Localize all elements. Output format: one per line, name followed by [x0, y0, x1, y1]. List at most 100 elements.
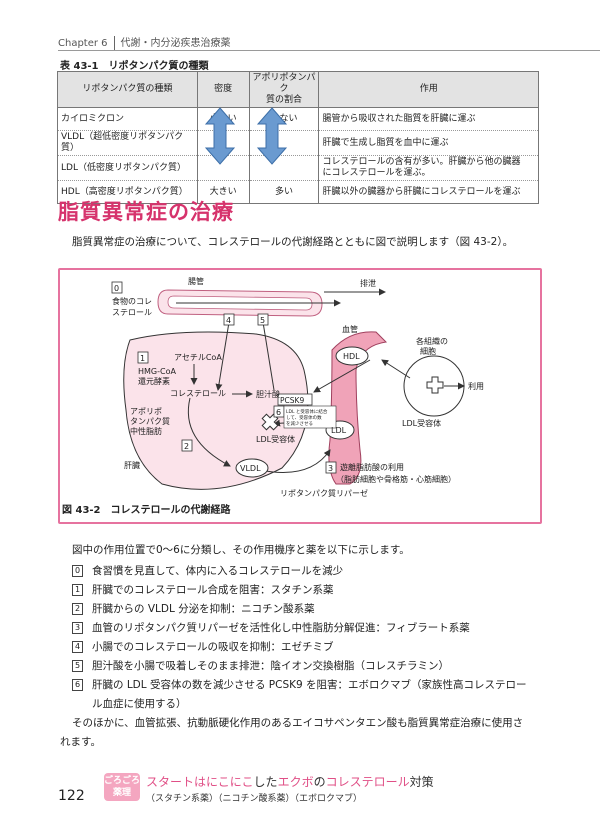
list-item: 6 肝臓の LDL 受容体の数を減少させる PCSK9 を阻害：エボロクマブ（家族… [72, 676, 527, 695]
header-action: 作用 [318, 71, 539, 108]
list-number: 1 [72, 584, 83, 596]
label-pcsk9-note-3: を減少させる [286, 420, 313, 427]
label-n1: 1 [140, 354, 145, 363]
list-number: 2 [72, 603, 83, 615]
label-n3: 3 [328, 464, 333, 473]
num-box-2 [181, 439, 193, 452]
num-box-5 [257, 313, 269, 326]
list-item: 0 食習慣を見直して、体内に入るコレステロールを減少 [72, 562, 527, 581]
list-text: 血管のリポタンパク質リパーゼを活性化し中性脂肪分解促進：フィブラート系薬 [92, 622, 470, 634]
vldl-to-ldl-arrow [259, 449, 331, 473]
badge-line-2: 薬理 [112, 788, 131, 798]
label-n2: 2 [184, 442, 189, 451]
label-n0: 0 [114, 284, 119, 293]
table-header-row: リポタンパク質の種類 密度 アポリポタンパク質の割合 作用 [57, 71, 539, 108]
list-item: 1 肝臓でのコレステロール合成を阻害：スタチン系薬 [72, 581, 527, 600]
lipoprotein-table: リポタンパク質の種類 密度 アポリポタンパク質の割合 作用 カイロミクロン 小さ… [57, 71, 539, 204]
cell-action: 腸管から吸収された脂質を肝臓に運ぶ [318, 107, 539, 131]
label-ffa-2: （脂肪細胞や骨格筋・心筋細胞） [336, 474, 456, 484]
cholesterol-pathway-diagram: 0 食物のコレ ステロール 腸管 排泄 4 5 血管 各組織の 細胞 1 アセチ… [111, 276, 484, 498]
label-cholesterol: コレステロール [170, 389, 226, 398]
cell-action: 肝臓で生成し脂質を血中に運ぶ [318, 130, 539, 156]
closing-text-2: れます。 [60, 736, 101, 748]
closing-text-1: そのほかに、血管拡張、抗動脈硬化作用のあるエイコサペンタエン酸も脂質異常症治療に… [72, 717, 524, 729]
label-n5: 5 [260, 316, 265, 325]
cell-density: 小さい [196, 107, 250, 131]
label-acetyl: アセチルCoA [174, 353, 222, 362]
header-rule [58, 50, 600, 51]
num-box-1 [137, 351, 149, 364]
label-lipase: リポタンパク質リパーゼ [280, 488, 368, 498]
label-n4: 4 [226, 316, 231, 325]
label-ldl-receptor: LDL受容体 [256, 434, 295, 444]
list-text: 肝臓でのコレステロール合成を阻害：スタチン系薬 [92, 584, 334, 596]
cell-type: VLDL（超低密度リポタンパク質） [57, 130, 198, 156]
cell-density [196, 130, 250, 156]
label-ldl: LDL [331, 426, 347, 435]
pcsk9-block-icon [261, 413, 279, 431]
vessel-shape [328, 331, 388, 485]
absorb-arrow-5 [259, 315, 275, 391]
label-vldl: VLDL [240, 464, 261, 473]
header-apo: アポリポタンパク質の割合 [248, 71, 320, 108]
table-row: VLDL（超低密度リポタンパク質） 肝臓で生成し脂質を血中に運ぶ [57, 130, 539, 156]
chapter-label: Chapter 6 [58, 38, 108, 49]
label-pcsk9-note-1: LDL と受容体に結合 [286, 408, 328, 415]
drug-list: 0 食習慣を見直して、体内に入るコレステロールを減少 1 肝臓でのコレステロール合成… [72, 562, 527, 714]
num-box-3 [325, 461, 337, 474]
cell-density: 大きい [196, 180, 250, 204]
table-caption: 表 43-1 リポタンパク質の種類 [60, 61, 209, 72]
cell-type: HDL（高密度リポタンパク質） [57, 180, 198, 204]
label-organ-1: 各組織の [416, 336, 448, 346]
table-row: LDL（低密度リポタンパク質） コレステロールの含有が多い。肝臓から他の臓器にコ… [57, 155, 539, 181]
list-text: 肝臓の LDL 受容体の数を減少させる PCSK9 を阻害：エボロクマブ（家族性… [92, 679, 527, 691]
label-organ-2: 細胞 [420, 346, 436, 356]
label-food-2: ステロール [112, 308, 152, 317]
list-number: 0 [72, 565, 83, 577]
cell-type: カイロミクロン [57, 107, 198, 131]
list-item-continuation: ル血症に使用する） [92, 698, 187, 710]
table-row: カイロミクロン 小さい 少ない 腸管から吸収された脂質を肝臓に運ぶ [57, 107, 539, 131]
pcsk9-box [277, 393, 313, 406]
label-bile: 胆汁酸 [256, 389, 280, 399]
label-apo-1: アポリポ [130, 407, 162, 416]
hdl-from-cell-arrow [381, 359, 411, 379]
cell-action: コレステロールの含有が多い。肝臓から他の臓器にコレステロールを運ぶ。 [318, 155, 539, 181]
list-number: 4 [72, 641, 83, 653]
absorb-arrow-4 [215, 315, 231, 391]
hdl-ellipse [335, 346, 369, 366]
section-intro: 脂質異常症の治療について、コレステロールの代謝経路とともに図で説明します（図 4… [72, 236, 514, 248]
mnemonic-sub: （スタチン系薬）（ニコチン酸系薬）（エボロクマブ） [146, 794, 363, 804]
figure-caption: 図 43-2 コレステロールの代謝経路 [62, 505, 231, 516]
label-excretion: 排泄 [360, 278, 376, 288]
num-box-0 [111, 281, 123, 294]
cell-apo: 多い [248, 180, 320, 204]
header-divider [113, 36, 115, 50]
label-liver: 肝臓 [124, 460, 140, 470]
cell-apo: 少ない [248, 107, 320, 131]
header-density: 密度 [196, 71, 250, 108]
label-hmg-1: HMG-CoA [138, 367, 176, 376]
page-number: 122 [58, 788, 85, 804]
label-pcsk9: PCSK9 [280, 396, 304, 405]
list-number: 5 [72, 660, 83, 672]
label-use: 利用 [468, 381, 484, 391]
list-text: 食習慣を見直して、体内に入るコレステロールを減少 [92, 565, 344, 577]
cell-density [196, 155, 250, 181]
label-n6: 6 [276, 408, 281, 417]
pcsk9-note-box [283, 405, 337, 429]
vldl-arrow [187, 397, 231, 467]
label-food-1: 食物のコレ [112, 296, 152, 306]
goroawase-badge: ごろごろ 薬理 [104, 773, 140, 801]
label-apo-2: タンパク質 [130, 416, 170, 426]
cell-action: 肝臓以外の臓器から肝臓にコレステロールを運ぶ [318, 180, 539, 204]
label-apo-3: 中性脂肪 [130, 426, 162, 436]
vldl-ellipse [235, 458, 269, 478]
list-number: 6 [72, 679, 83, 691]
label-hdl: HDL [343, 352, 360, 361]
